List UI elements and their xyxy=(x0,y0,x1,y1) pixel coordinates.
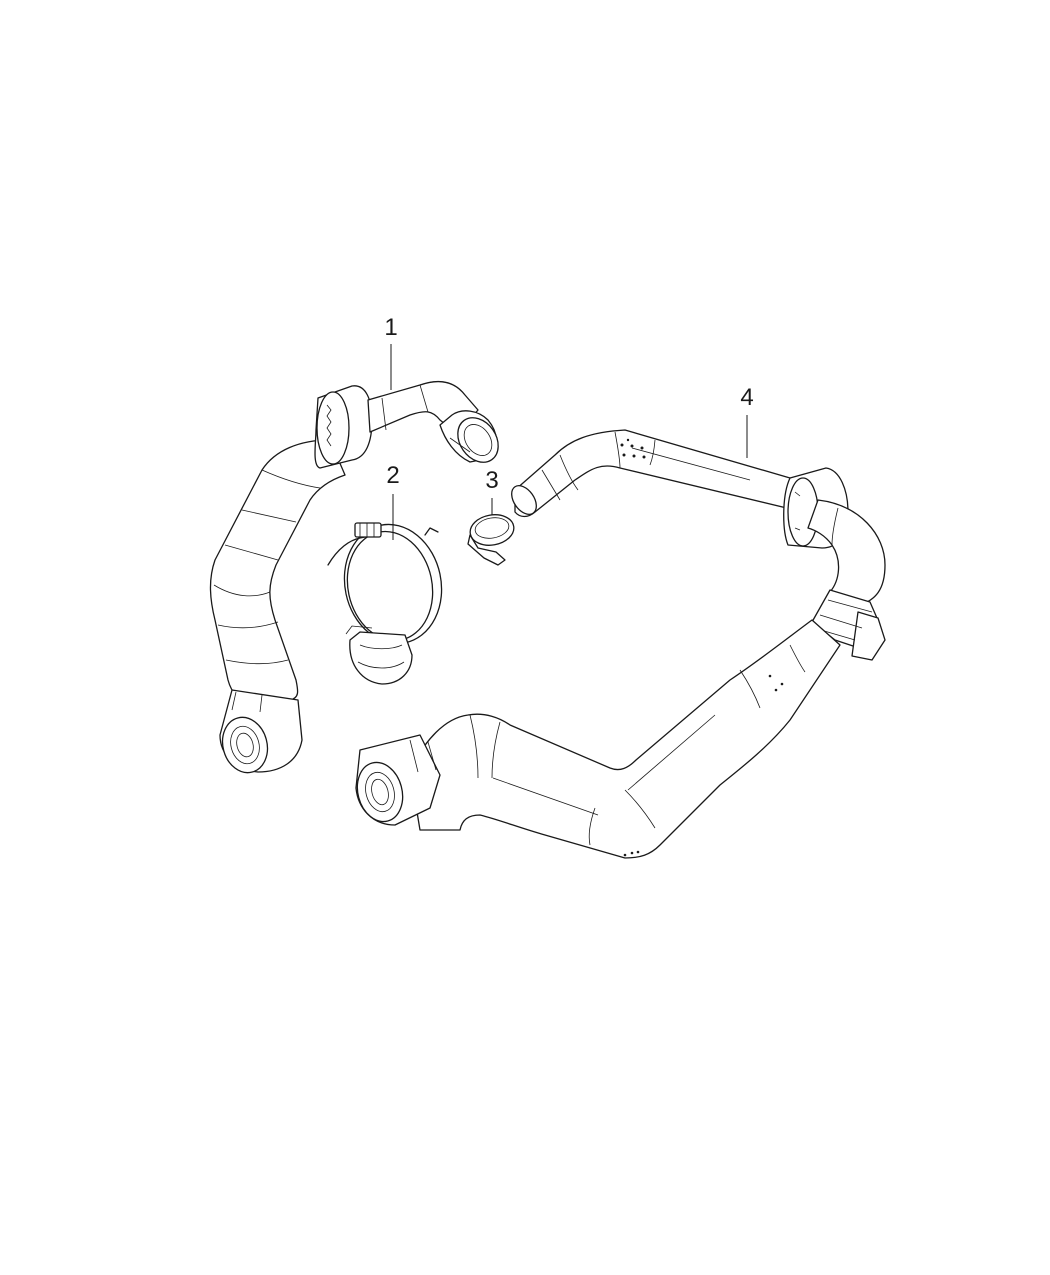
callout-2: 2 xyxy=(386,462,400,489)
callout-4: 4 xyxy=(740,384,754,411)
callout-3: 3 xyxy=(485,467,499,494)
part-2-large-clamp[interactable] xyxy=(327,515,452,685)
callout-1: 1 xyxy=(384,314,398,341)
part-1-upper-hose[interactable] xyxy=(209,381,506,778)
part-3-small-clamp[interactable] xyxy=(467,511,517,566)
part-4-lower-hose[interactable] xyxy=(351,429,886,859)
